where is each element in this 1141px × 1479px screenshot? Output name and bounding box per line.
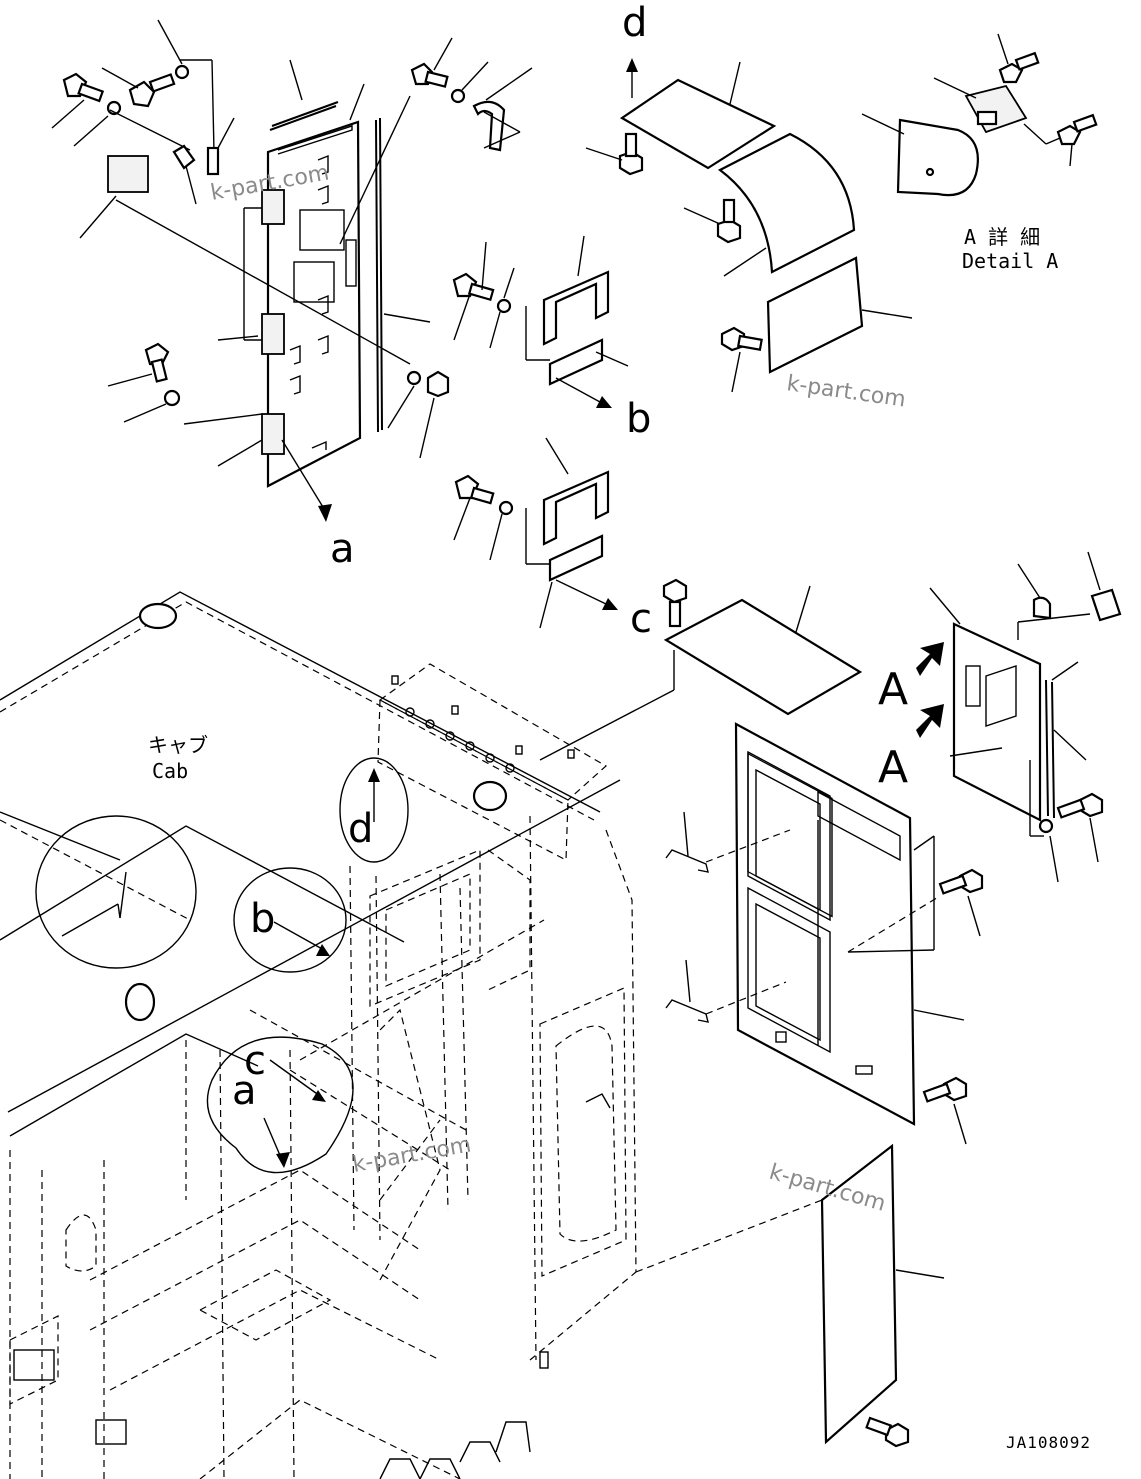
bolt: [410, 62, 449, 88]
bolt: [454, 474, 495, 505]
detail-panel-section: [896, 118, 979, 197]
detail-marker-a-1: A: [878, 664, 908, 715]
detail-a-arrow: [916, 704, 944, 738]
bolt: [1056, 113, 1098, 146]
handle-assembly-c: c: [453, 437, 652, 642]
detail-title-jp: A 詳 細: [964, 225, 1040, 249]
detail-a: A 詳 細 Detail A: [861, 33, 1098, 273]
view-label-a: a: [330, 526, 355, 572]
cab-label-d: d: [348, 806, 373, 852]
seal-strip: [269, 105, 337, 131]
washer: [496, 298, 512, 314]
cab-label-c: c: [244, 1038, 266, 1084]
door-clip: [665, 999, 709, 1023]
view-ellipse-ca: [206, 1036, 354, 1174]
hinge: [261, 413, 285, 455]
view-ellipse-b: [233, 867, 347, 973]
bolt: [128, 73, 176, 108]
watermark: k-part.com: [351, 1132, 473, 1177]
drawing-code: JA108092: [1006, 1433, 1091, 1452]
view-ellipse-left: [35, 815, 197, 969]
latch: [107, 155, 149, 193]
hinged-panel: [266, 120, 362, 488]
cab-label-en: Cab: [152, 759, 188, 783]
catch-plate: [206, 146, 220, 176]
cab-frame: d b c a キャブ Cab: [0, 591, 637, 1479]
curved-cover: [717, 132, 856, 274]
bolt: [865, 1416, 910, 1448]
handle: [542, 270, 610, 346]
bolt: [452, 272, 495, 302]
handle-gasket: [548, 338, 604, 386]
washer: [1038, 818, 1054, 834]
hinge: [261, 313, 285, 355]
washer: [163, 389, 181, 407]
handle-gasket: [548, 534, 604, 582]
bolt: [62, 72, 105, 103]
watermark: k-part.com: [785, 371, 907, 412]
lifting-eye: [124, 982, 156, 1022]
bolt: [144, 342, 170, 383]
washer: [406, 370, 422, 386]
seal-strip: [375, 119, 379, 433]
top-cover-plate: [619, 78, 777, 170]
washer: [498, 500, 514, 516]
top-plate: [663, 598, 863, 716]
bolt: [720, 326, 763, 352]
nut: [426, 370, 450, 398]
clamp: [472, 100, 506, 152]
detail-a-arrow: [916, 642, 944, 676]
right-panels: A A: [539, 551, 1122, 1448]
washer: [450, 88, 466, 104]
side-cover-plate: [766, 256, 864, 374]
door-clip: [665, 849, 709, 873]
handle: [542, 470, 610, 546]
view-label-d: d: [622, 0, 647, 46]
washer: [174, 64, 190, 80]
lifting-eye: [138, 602, 178, 630]
bolt: [716, 198, 742, 244]
hinged-panel-assembly: a: [51, 19, 533, 572]
view-label-c: c: [630, 596, 652, 642]
cab-label-a: a: [232, 1068, 257, 1114]
arrow-a-head: [318, 504, 332, 522]
striker: [172, 144, 196, 170]
bolt: [922, 1076, 968, 1103]
detail-title-en: Detail A: [962, 249, 1058, 273]
hinge: [261, 189, 285, 225]
bottom-brackets: [379, 1421, 531, 1479]
lifting-eye: [472, 780, 508, 812]
view-label-b: b: [626, 396, 651, 442]
view-ellipse-d: [339, 757, 409, 863]
latch-knob: [1032, 596, 1052, 620]
cover-group-d: d: [585, 0, 913, 393]
cab-label-b: b: [250, 896, 275, 942]
lower-cover-plate: [820, 1143, 898, 1445]
cab-label-jp: キャブ: [148, 733, 208, 757]
detail-marker-a-2: A: [878, 742, 908, 793]
handle-assembly-b: b: [452, 235, 651, 442]
bolt: [618, 132, 644, 176]
bolt: [1056, 792, 1104, 819]
bolt: [662, 578, 688, 628]
bolt: [998, 51, 1040, 84]
access-door-panel: [734, 722, 916, 1126]
bolt: [938, 868, 984, 895]
cap: [1090, 588, 1122, 622]
